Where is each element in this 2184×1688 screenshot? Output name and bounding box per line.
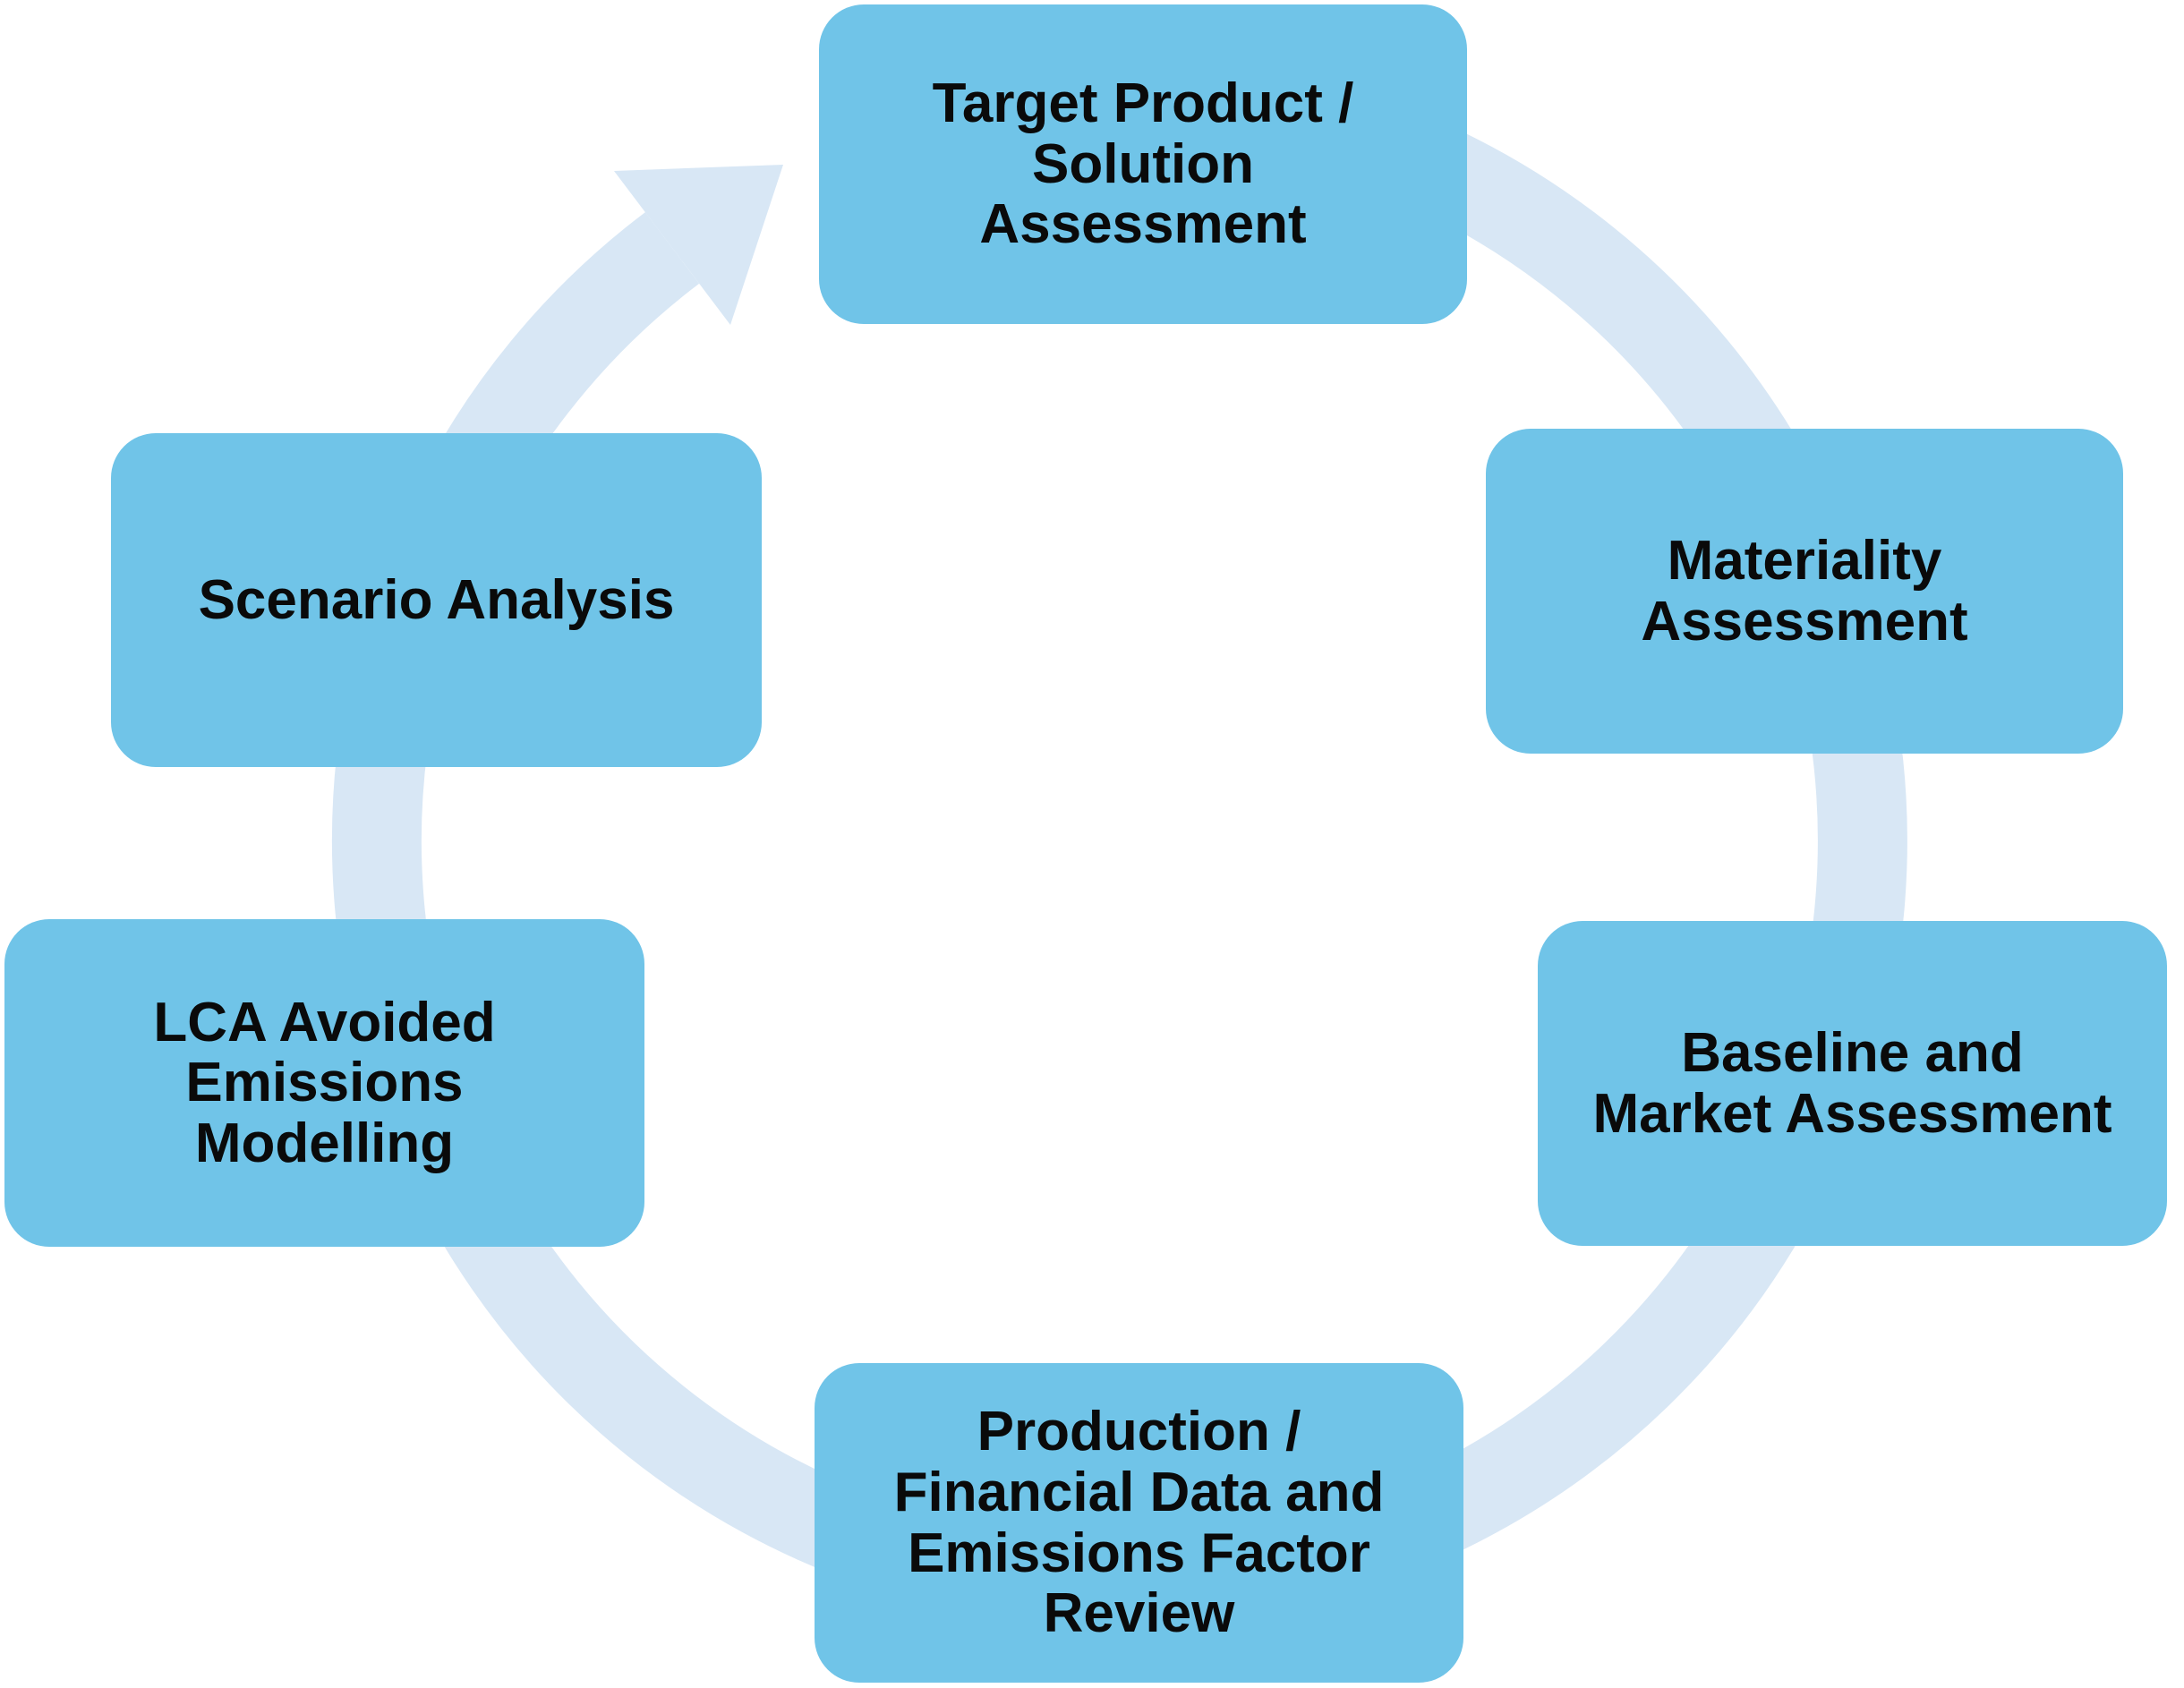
cycle-arrowhead-icon [614,165,783,325]
step-box-production-financial-data-emissions-factor-review: Production / Financial Data and Emission… [815,1363,1463,1683]
step-label: Scenario Analysis [198,568,675,631]
step-label: Baseline and Market Assessment [1592,1021,2112,1145]
step-box-baseline-market-assessment: Baseline and Market Assessment [1538,921,2167,1246]
step-box-scenario-analysis: Scenario Analysis [111,433,762,767]
step-box-lca-avoided-emissions-modelling: LCA Avoided Emissions Modelling [4,919,644,1247]
step-box-materiality-assessment: Materiality Assessment [1486,429,2123,754]
cycle-ring-arc [331,53,1907,1629]
step-box-target-product-solution-assessment: Target Product / Solution Assessment [819,4,1467,324]
step-label: Production / Financial Data and Emission… [893,1401,1385,1645]
step-label: Target Product / Solution Assessment [932,72,1354,256]
step-label: LCA Avoided Emissions Modelling [153,991,496,1174]
step-label: Materiality Assessment [1641,529,1968,652]
